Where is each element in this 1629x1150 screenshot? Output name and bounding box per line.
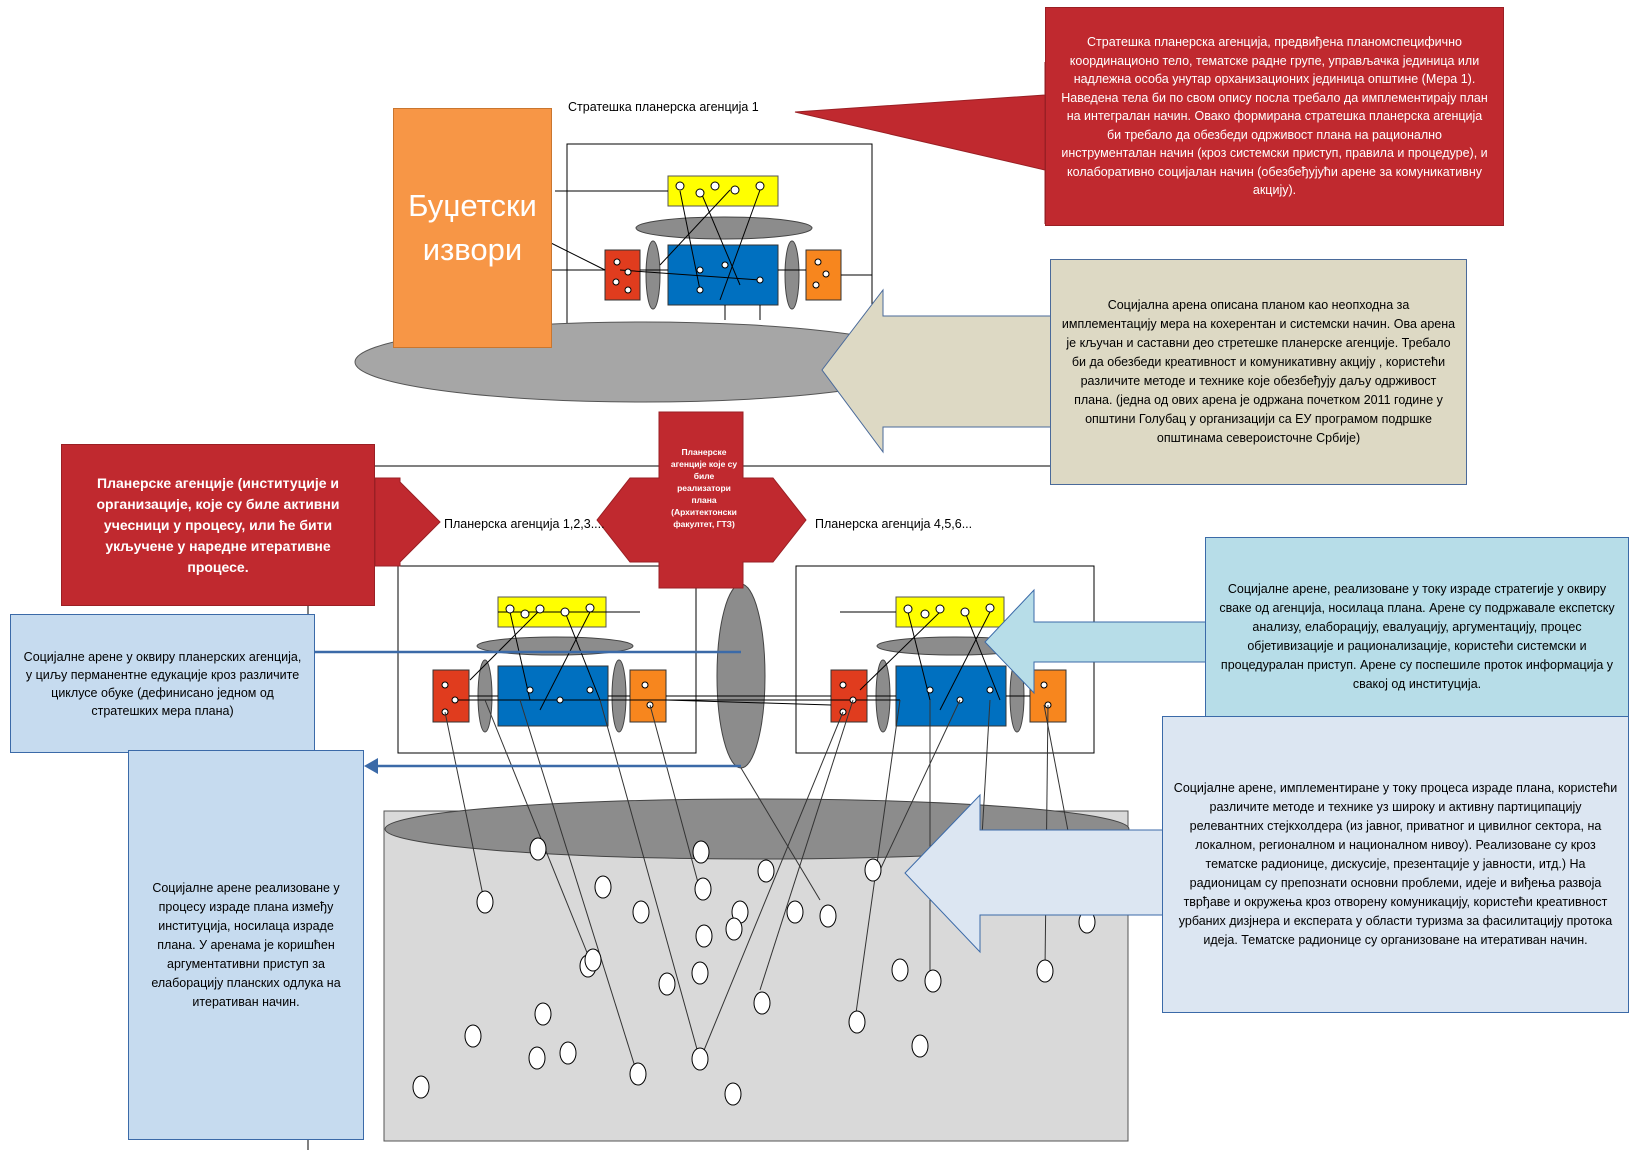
strategic-callout-arrow <box>794 62 1046 224</box>
strategic-agency-callout: Стратешка планерска агенција, предвиђена… <box>1045 7 1504 226</box>
agency123-blue-unit <box>497 665 609 727</box>
strategic-agency-text: Стратешка планерска агенција, предвиђена… <box>1061 35 1488 198</box>
agency1-upper-disc <box>635 216 813 240</box>
agency1-frame <box>566 143 873 337</box>
center-agencies-shape <box>596 411 807 589</box>
planning-agencies-callout: Планерске агенције (институције и органи… <box>61 444 375 606</box>
planning-agencies-text: Планерске агенције (институције и органи… <box>96 474 340 575</box>
center-agencies-text: Планерске агенције које су биле реализат… <box>670 447 738 529</box>
strategy-arenas-callout: Социјалне арене, реализоване у току изра… <box>1205 537 1629 737</box>
agency123-label: Планерска агенција 1,2,3.... <box>444 517 605 531</box>
budget-sources-label: Буџетски извори <box>408 188 537 267</box>
planning-agencies-arrow <box>374 477 441 567</box>
agency456-blue-unit <box>895 665 1007 727</box>
budget-sources-box: Буџетски извори <box>393 108 552 348</box>
agency456-label: Планерска агенција 4,5,6... <box>815 517 973 531</box>
agency456-red-unit <box>830 669 868 723</box>
institution-arenas-callout: Социјалне арене реализоване у процесу из… <box>128 750 364 1140</box>
agency123-red-unit <box>432 669 470 723</box>
strategy-arenas-arrow <box>984 588 1211 695</box>
agency456-yellow-unit <box>895 596 1005 628</box>
agency1-yellow-unit <box>667 175 779 207</box>
strategy-arenas-text: Социјалне арене, реализоване у току изра… <box>1219 582 1615 691</box>
institution-arenas-text: Социјалне арене реализоване у процесу из… <box>151 880 341 1009</box>
agency123-frame <box>397 565 697 754</box>
participation-arenas-arrow <box>904 793 1171 954</box>
training-arenas-callout: Социјалне арене у оквиру планерских аген… <box>10 614 315 753</box>
social-arena-callout: Социјална арена описана планом као неопх… <box>1050 259 1467 485</box>
agency123-orange-unit <box>629 669 667 723</box>
participation-arenas-text: Социјалне арене, имплементиране у току п… <box>1173 781 1618 947</box>
participation-arenas-callout: Социјалне арене, имплементиране у току п… <box>1162 716 1629 1013</box>
center-agencies-label-box: Планерске агенције које су биле реализат… <box>668 434 740 542</box>
agency1-red-unit <box>604 249 641 301</box>
training-arenas-text: Социјалне арене у оквиру планерских аген… <box>23 649 302 718</box>
center-arena-ellipse <box>716 583 766 769</box>
social-arena-text: Социјална арена описана планом као неопх… <box>1061 298 1456 445</box>
agency1-label: Стратешка планерска агенција 1 <box>568 100 759 114</box>
social-arena-arrow <box>821 288 1056 454</box>
